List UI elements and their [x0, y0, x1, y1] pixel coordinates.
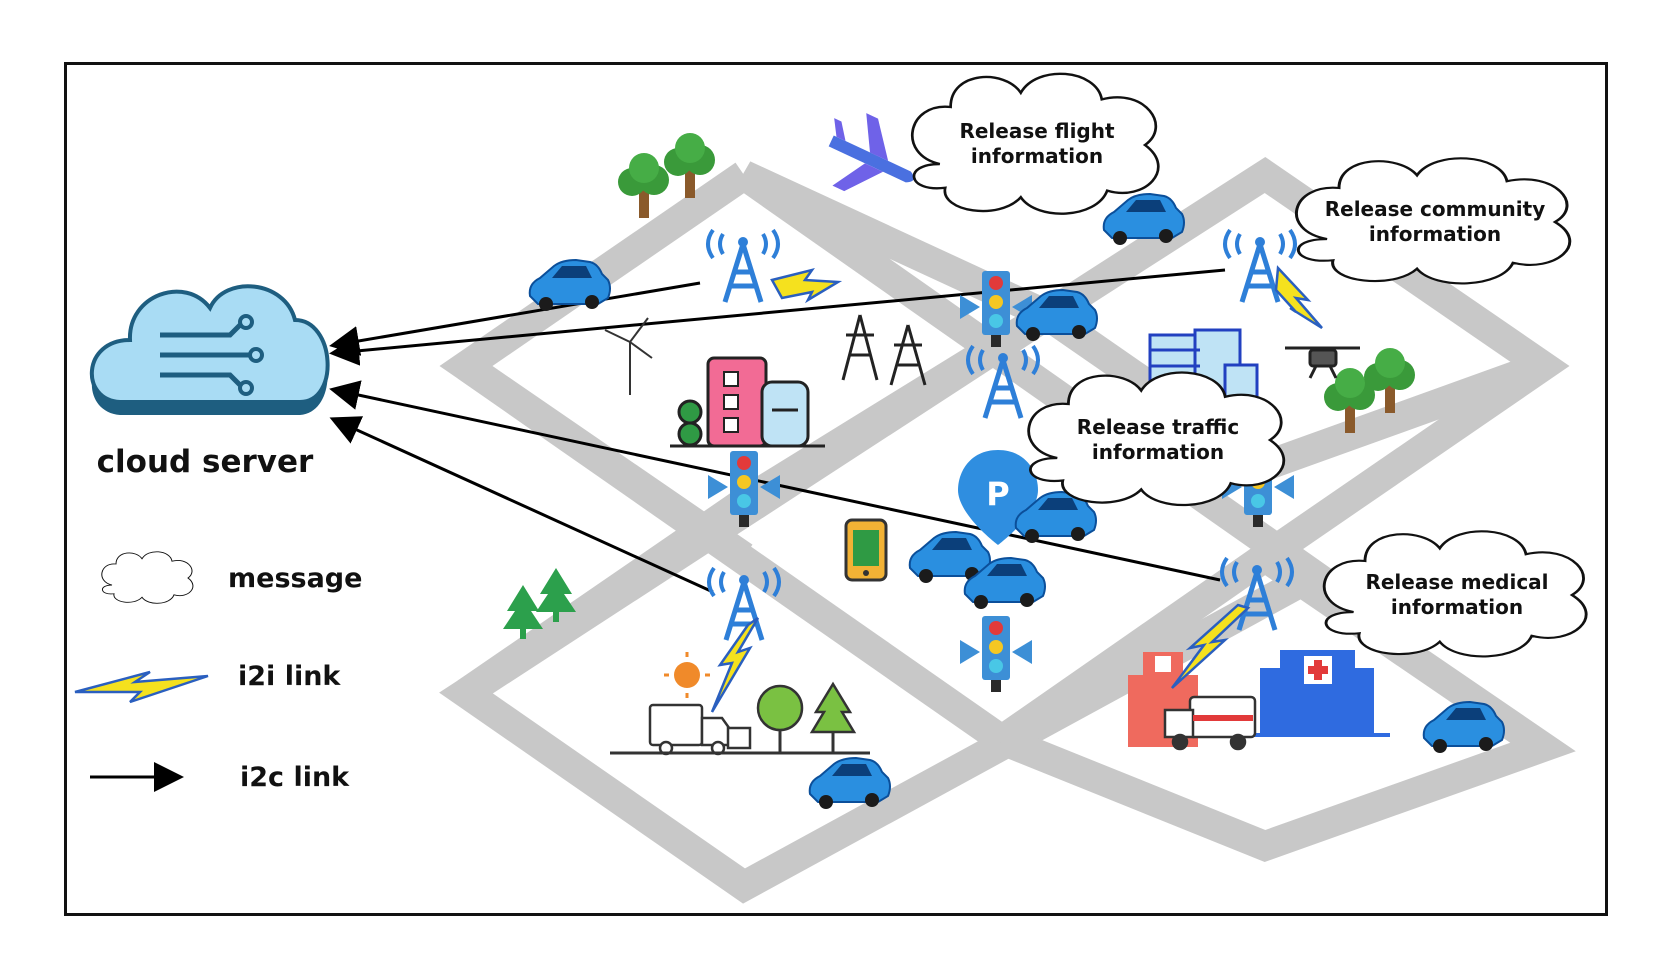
- legend-i2i-icon: [74, 670, 209, 704]
- airplane-icon: [828, 113, 914, 192]
- cloud-server-icon: [89, 284, 330, 415]
- base-station-tower-icon: [708, 230, 778, 302]
- car-icon: [1422, 701, 1505, 754]
- i2i-link-icon: [1170, 603, 1251, 689]
- message-cloud-medical: Release medical information: [1322, 529, 1588, 658]
- drone-icon: [1285, 346, 1360, 379]
- apartment-building-icon: [670, 356, 825, 448]
- wind-turbine-icon: [604, 317, 653, 395]
- i2i-link-bolts: [710, 265, 1323, 713]
- message-line: information: [971, 144, 1103, 168]
- garbage-truck-icon: [648, 703, 752, 756]
- message-cloud-community: Release community information: [1294, 156, 1572, 285]
- i2i-link-icon: [770, 267, 843, 304]
- legend-i2c-label: i2c link: [240, 762, 350, 793]
- cloud-server-label: cloud server: [97, 444, 314, 480]
- message-cloud-flight: Release flight information: [910, 72, 1160, 216]
- message-line: information: [1369, 222, 1501, 246]
- road-segment: [993, 538, 1576, 863]
- i2c-link: [329, 416, 714, 594]
- message-line: Release flight: [959, 119, 1115, 143]
- traffic-light-icon: [960, 616, 1032, 692]
- legend-i2i-label: i2i link: [238, 661, 341, 692]
- park-trees-icon: [610, 681, 870, 755]
- legend-message-icon: [101, 551, 194, 604]
- legend-message-label: message: [228, 563, 362, 594]
- message-line: information: [1092, 440, 1224, 464]
- i2i-link-icon: [1274, 265, 1323, 330]
- message-line: Release community: [1325, 197, 1546, 221]
- sun-icon: [664, 652, 710, 698]
- diagram-frame: [64, 62, 1608, 916]
- message-cloud-traffic: Release traffic information: [1027, 371, 1286, 507]
- legend: message i2i link i2c link: [74, 551, 362, 793]
- message-line: Release medical: [1365, 570, 1548, 594]
- message-line: Release traffic: [1077, 415, 1239, 439]
- i2c-link: [329, 268, 1226, 366]
- parking-sign-label: P: [986, 475, 1009, 513]
- road-segment: [439, 162, 753, 570]
- message-line: information: [1391, 595, 1523, 619]
- i2i-link-icon: [710, 616, 760, 713]
- smartphone-icon: [844, 518, 888, 582]
- power-pylon-icon: [841, 314, 927, 386]
- car-icon: [808, 757, 891, 810]
- car-icon: [528, 259, 611, 312]
- i2c-link: [329, 281, 701, 356]
- car-icon: [1102, 193, 1185, 246]
- ambulance-icon: [1163, 695, 1257, 751]
